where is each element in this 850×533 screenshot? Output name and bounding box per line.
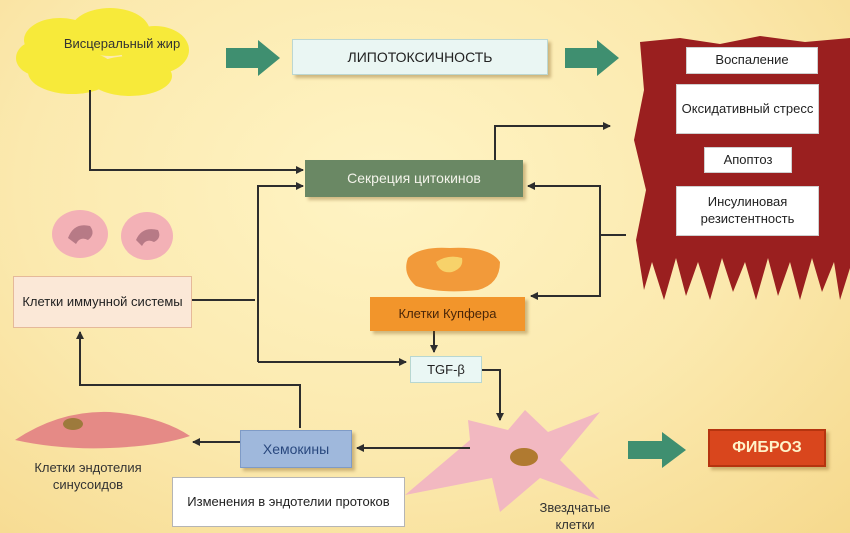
cytokines-to-tissue-line [495, 126, 610, 160]
cytokine-secretion-box: Секреция цитокинов [305, 160, 523, 197]
endothelial-cell-shape [15, 412, 190, 448]
stellate-cell-shape [405, 410, 600, 512]
kupffer-cells-box: Клетки Купфера [370, 297, 525, 331]
tgf-to-stellate-line [482, 370, 500, 420]
tissue-to-kupffer-line [531, 235, 600, 296]
effect-apoptosis: Апоптоз [704, 147, 792, 173]
tissue-to-cytokines-line [528, 186, 626, 235]
immune-cell-shapes [52, 210, 173, 260]
arrow-lipotoxicity-to-tissue [565, 40, 619, 76]
kupffer-cell-shape [406, 248, 500, 292]
immune-to-cytokines-line [258, 186, 303, 362]
fibrosis-box: ФИБРОЗ [708, 429, 826, 467]
effect-oxidative-stress: Оксидативный стресс [676, 84, 819, 134]
arrow-fat-to-lipotoxicity [226, 40, 280, 76]
duct-endothelium-box: Изменения в эндотелии протоков [172, 477, 405, 527]
effect-inflammation: Воспаление [686, 47, 818, 74]
stellate-cells-label: Звездчатые клетки [520, 500, 630, 533]
immune-cells-box: Клетки иммунной системы [13, 276, 192, 328]
tgf-beta-box: TGF-β [410, 356, 482, 383]
effect-insulin-resistance: Инсулиновая резистентность [676, 186, 819, 236]
lipotoxicity-box: ЛИПОТОКСИЧНОСТЬ [292, 39, 548, 75]
sinusoid-endothelium-label: Клетки эндотелия синусоидов [18, 460, 158, 494]
connector-lines [80, 90, 626, 448]
arrow-to-fibrosis [628, 432, 686, 468]
fat-to-cytokines-line [90, 90, 303, 170]
visceral-fat-label: Висцеральный жир [52, 36, 192, 53]
chemokines-box: Хемокины [240, 430, 352, 468]
